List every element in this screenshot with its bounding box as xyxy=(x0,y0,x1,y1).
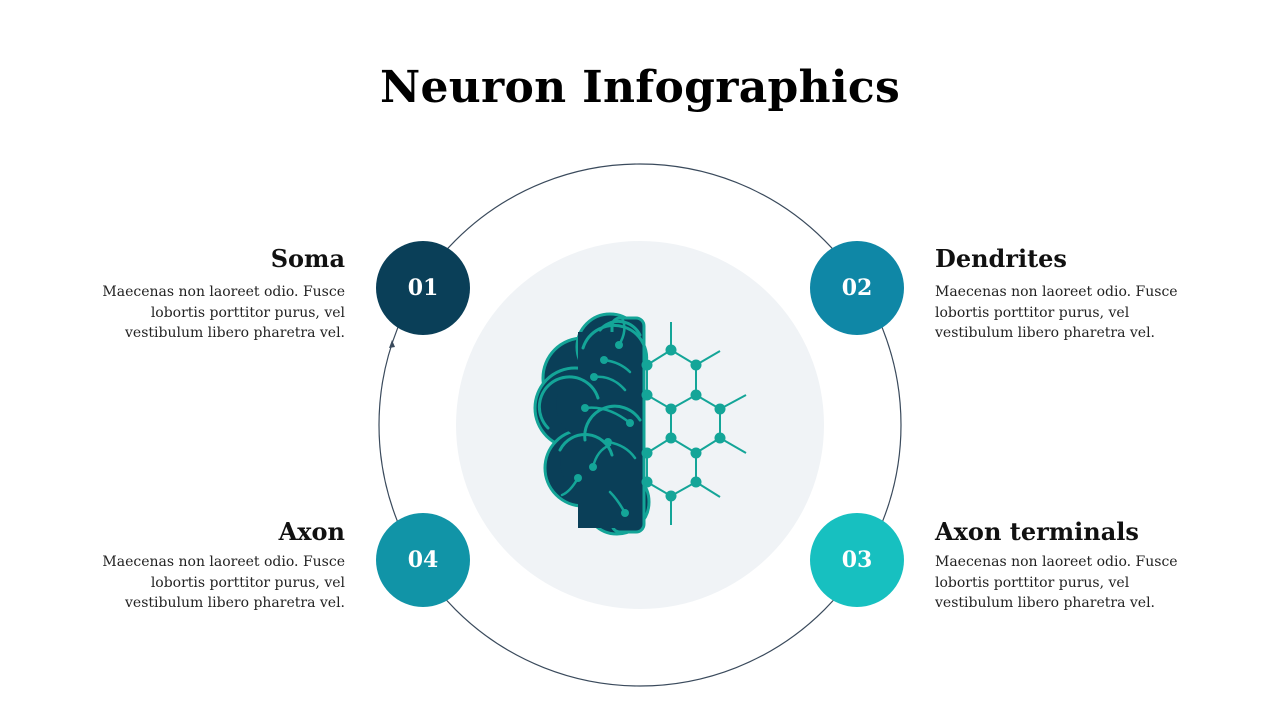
step-text-axon: Maecenas non laoreet odio. Fusce loborti… xyxy=(102,554,345,611)
step-text-axon-terminals: Maecenas non laoreet odio. Fusce loborti… xyxy=(935,554,1178,611)
step-title-axon-terminals: Axon terminals xyxy=(935,517,1139,546)
step-text-dendrites: Maecenas non laoreet odio. Fusce loborti… xyxy=(935,284,1178,341)
step-text-soma: Maecenas non laoreet odio. Fusce loborti… xyxy=(102,284,345,341)
step-badge-02: 02 xyxy=(810,241,904,335)
arrow-head-icon xyxy=(389,340,395,348)
brain-circuit-icon xyxy=(533,312,747,536)
step-badge-03: 03 xyxy=(810,513,904,607)
page-title: Neuron Infographics xyxy=(379,62,901,113)
step-title-soma: Soma xyxy=(270,244,345,273)
step-badge-01: 01 xyxy=(376,241,470,335)
step-badge-04: 04 xyxy=(376,513,470,607)
step-title-axon: Axon xyxy=(278,517,345,546)
step-title-dendrites: Dendrites xyxy=(935,244,1067,273)
cycle-ring xyxy=(378,163,902,687)
